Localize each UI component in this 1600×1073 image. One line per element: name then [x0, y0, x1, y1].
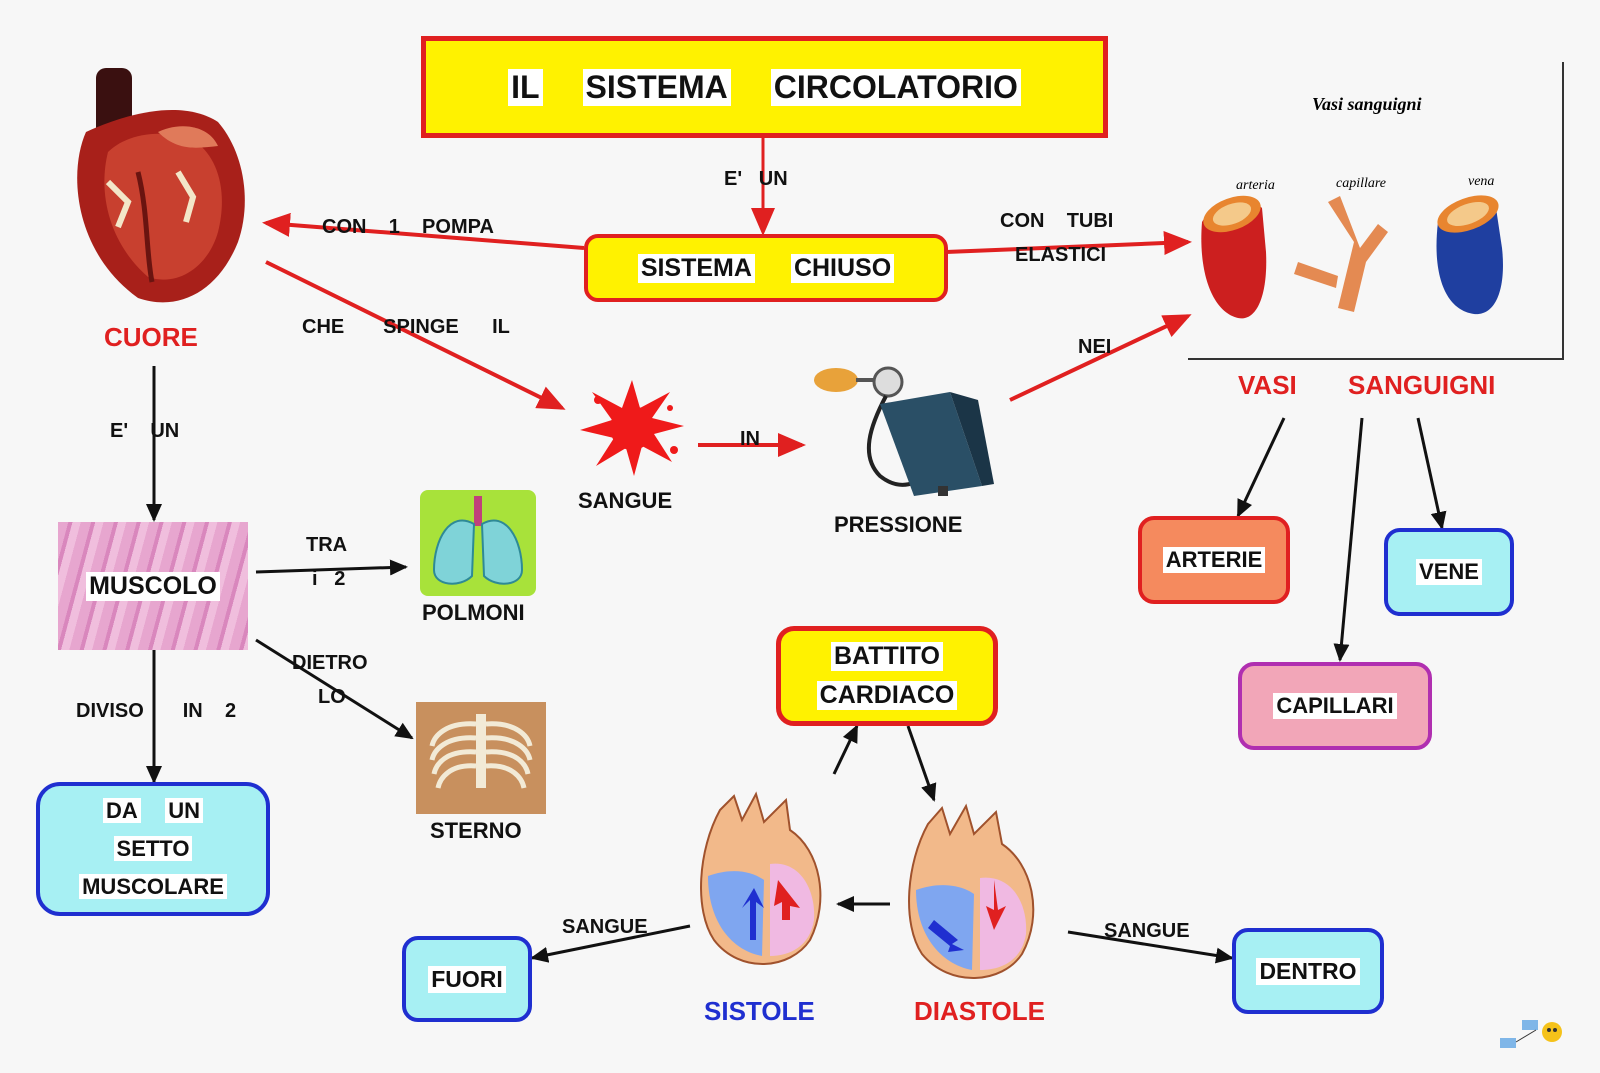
link-cuore-sangue	[265, 260, 566, 410]
mascot-logo-icon	[1496, 1012, 1566, 1060]
link-sistole-fuori	[530, 924, 691, 963]
link-diastole-dentro	[1067, 930, 1234, 964]
label-elastici: ELASTICI	[1015, 244, 1107, 266]
vasi-image-title: Vasi sanguigni	[1312, 94, 1422, 114]
heart-systole-illustration	[690, 790, 838, 976]
label-con-1-pompa: CON 1 POMPA	[322, 216, 494, 238]
label-cuore: CUORE	[104, 322, 198, 352]
blood-splat-icon	[574, 372, 690, 482]
node-setto-muscolare: DA UN SETTO MUSCOLARE	[36, 782, 270, 916]
node-arterie: ARTERIE	[1138, 516, 1290, 604]
link-vasi-capillari	[1333, 417, 1364, 662]
label-con-tubi: CON TUBI	[1000, 210, 1114, 232]
label-nei: NEI	[1078, 336, 1112, 358]
label-sangue-left: SANGUE	[562, 916, 648, 938]
link-chiuso-cuore	[262, 212, 585, 250]
node-vene: VENE	[1384, 528, 1514, 616]
label-e-un-1: E' UN	[724, 168, 788, 190]
link-sistole-battito	[832, 724, 859, 775]
label-vena: vena	[1468, 174, 1495, 189]
heart-illustration	[68, 62, 252, 312]
link-battito-diastole	[906, 725, 937, 802]
node-muscolo: MUSCOLO	[58, 522, 248, 650]
label-diastole: DIASTOLE	[914, 996, 1045, 1026]
link-muscolo-polmoni	[255, 559, 408, 576]
label-sterno: STERNO	[430, 818, 522, 843]
link-vasi-vene	[1416, 417, 1447, 530]
link-muscolo-sterno	[255, 638, 414, 740]
label-polmoni: POLMONI	[422, 600, 525, 625]
label-dietro: DIETRO	[292, 652, 368, 674]
label-sanguigni: SANGUIGNI	[1348, 370, 1496, 400]
label-tra: TRA	[306, 534, 348, 556]
node-sistema-chiuso: SISTEMA CHIUSO	[584, 234, 948, 302]
label-che-spinge-il: CHE SPINGE IL	[302, 316, 510, 338]
label-e-un-2: E' UN	[110, 420, 180, 442]
label-sangue-right: SANGUE	[1104, 920, 1190, 942]
node-dentro: DENTRO	[1232, 928, 1384, 1014]
node-battito-cardiaco: BATTITO CARDIACO	[776, 626, 998, 726]
node-capillari: CAPILLARI	[1238, 662, 1432, 750]
link-pressione-vasi	[1009, 314, 1192, 402]
blood-pressure-cuff-icon	[810, 366, 1006, 508]
label-arteria: arteria	[1236, 178, 1275, 193]
label-vasi: VASI	[1238, 370, 1297, 400]
label-i-2: i 2	[312, 568, 346, 590]
label-in: IN	[740, 428, 760, 450]
label-lo: LO	[318, 686, 346, 708]
node-fuori: FUORI	[402, 936, 532, 1022]
title-word-1: IL	[508, 68, 543, 106]
sternum-illustration	[416, 702, 546, 814]
title-word-3: CIRCOLATORIO	[770, 68, 1021, 106]
lungs-illustration	[420, 490, 536, 596]
label-pressione: PRESSIONE	[834, 512, 963, 537]
title-word-2: SISTEMA	[582, 68, 731, 106]
blood-vessels-illustration: Vasi sanguigni arteria capillare vena	[1188, 62, 1564, 360]
label-capillare: capillare	[1336, 176, 1387, 191]
label-sistole: SISTOLE	[704, 996, 815, 1026]
link-vasi-arterie	[1236, 417, 1286, 518]
link-chiuso-vasi	[945, 231, 1192, 255]
label-diviso-in-2: DIVISO IN 2	[76, 700, 237, 722]
label-sangue: SANGUE	[578, 488, 673, 513]
heart-diastole-illustration	[898, 800, 1054, 990]
title-box: IL SISTEMA CIRCOLATORIO	[421, 36, 1108, 138]
